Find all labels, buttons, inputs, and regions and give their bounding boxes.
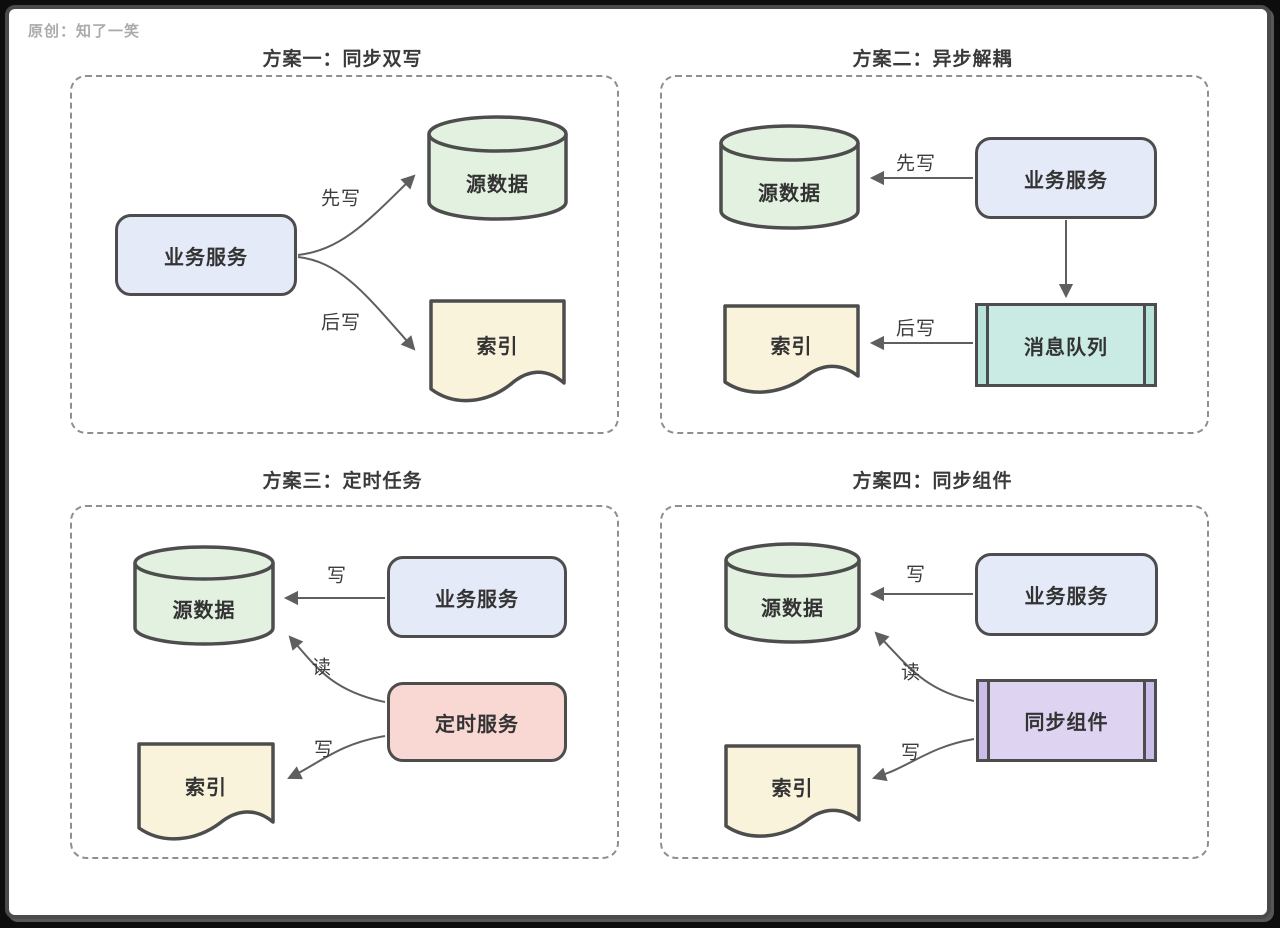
queue-bar-icon xyxy=(1143,682,1146,759)
p4-sync-label: 同步组件 xyxy=(1024,712,1109,734)
p3-document-node: 索引 xyxy=(135,740,277,846)
p1-database-node: 源数据 xyxy=(425,113,570,225)
document-icon xyxy=(137,742,275,841)
panel4-title: 方案四：同步组件 xyxy=(852,471,1013,492)
p4-document-node: 索引 xyxy=(722,742,863,843)
watermark: 原创：知了一笑 xyxy=(28,23,141,40)
p4-edge2-label: 读 xyxy=(900,662,922,684)
p4-database-label: 源数据 xyxy=(761,598,824,620)
p4-sync-box: 同步组件 xyxy=(976,679,1157,762)
p3-service-box: 业务服务 xyxy=(387,556,567,638)
p3-edge1-label: 写 xyxy=(326,565,348,587)
p3-timer-label: 定时服务 xyxy=(435,713,519,736)
p4-service-label: 业务服务 xyxy=(1024,586,1109,608)
document-icon xyxy=(429,299,566,403)
database-icon xyxy=(719,124,860,230)
p3-timer-box: 定时服务 xyxy=(387,682,567,762)
p2-database-node: 源数据 xyxy=(717,122,862,234)
p3-document-label: 索引 xyxy=(185,777,227,799)
queue-bar-icon xyxy=(986,306,989,384)
p2-database-label: 源数据 xyxy=(758,182,821,205)
p2-document-node: 索引 xyxy=(721,302,862,398)
panel2-container xyxy=(660,75,1209,434)
panel1-container xyxy=(70,75,619,434)
panel3-container xyxy=(70,505,619,859)
p2-edge2-label: 后写 xyxy=(895,318,937,340)
p1-document-node: 索引 xyxy=(427,297,568,408)
database-icon xyxy=(427,115,568,221)
document-icon xyxy=(724,744,861,838)
panel3-title: 方案三：定时任务 xyxy=(262,471,423,492)
p1-service-box: 业务服务 xyxy=(115,214,297,296)
p3-database-label: 源数据 xyxy=(172,600,236,622)
panel1-title: 方案一：同步双写 xyxy=(262,49,423,70)
p2-queue-label: 消息队列 xyxy=(1024,336,1108,359)
p1-edge1-label: 先写 xyxy=(320,188,362,210)
p1-service-label: 业务服务 xyxy=(164,246,248,269)
p1-document-label: 索引 xyxy=(476,336,519,358)
p3-edge3-label: 写 xyxy=(313,739,335,761)
database-icon xyxy=(133,545,275,646)
p4-document-label: 索引 xyxy=(771,777,814,800)
p1-edge2-label: 后写 xyxy=(320,312,362,334)
document-icon xyxy=(723,304,860,394)
p4-database-node: 源数据 xyxy=(722,540,863,649)
panel2-title: 方案二：异步解耦 xyxy=(852,49,1013,70)
p2-queue-box: 消息队列 xyxy=(975,303,1157,387)
p3-edge2-label: 读 xyxy=(311,657,333,679)
queue-bar-icon xyxy=(987,682,990,759)
p2-service-label: 业务服务 xyxy=(1024,169,1108,192)
p2-edge1-label: 先写 xyxy=(895,153,937,175)
p4-edge1-label: 写 xyxy=(905,564,927,586)
p2-service-box: 业务服务 xyxy=(975,137,1157,219)
p4-service-box: 业务服务 xyxy=(975,553,1158,636)
database-icon xyxy=(724,542,861,644)
p3-database-node: 源数据 xyxy=(131,543,277,650)
panel4-container xyxy=(660,505,1209,859)
queue-bar-icon xyxy=(1143,306,1146,384)
p1-database-label: 源数据 xyxy=(466,173,529,196)
p3-service-label: 业务服务 xyxy=(435,588,519,611)
p4-edge3-label: 写 xyxy=(900,742,922,764)
p2-document-label: 索引 xyxy=(770,335,813,358)
